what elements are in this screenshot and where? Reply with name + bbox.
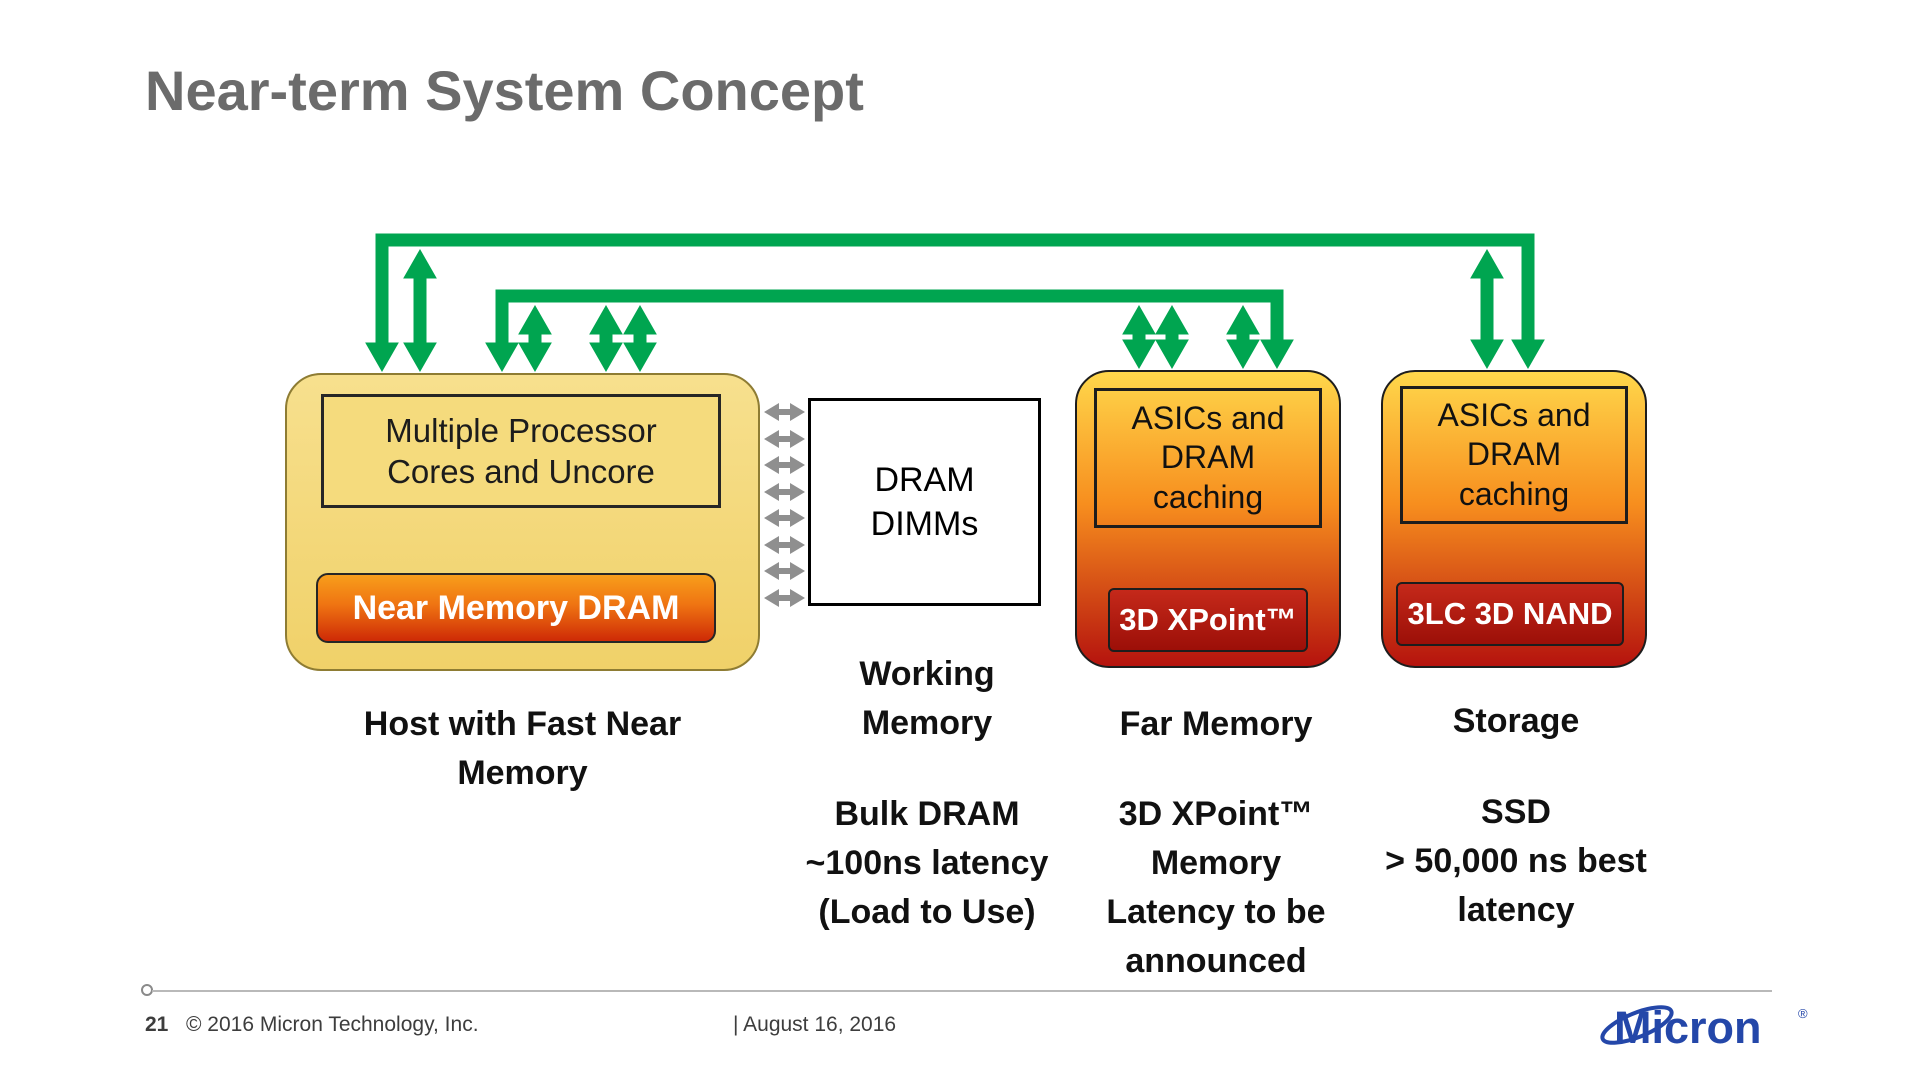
- far-caching-label: ASICs and DRAM caching: [1131, 400, 1285, 515]
- copyright-text: © 2016 Micron Technology, Inc.: [186, 1013, 479, 1036]
- far-caching-box: ASICs and DRAM caching: [1094, 388, 1322, 528]
- working-memory-caption: Working Memory: [859, 655, 995, 742]
- host-caption: Host with Fast Near Memory: [363, 705, 682, 792]
- storage-caching-box: ASICs and DRAM caching: [1400, 386, 1628, 524]
- far-memory-caption: Far Memory: [1119, 705, 1313, 743]
- micron-orbit-icon: [1600, 1005, 1674, 1045]
- page-number: 21: [145, 1013, 169, 1036]
- footer-rule: [152, 990, 1772, 992]
- micron-reg-mark: ®: [1798, 1006, 1808, 1021]
- storage-detail: SSD > 50,000 ns best latency: [1385, 793, 1647, 929]
- dram-dimms-label: DRAM DIMMs: [870, 460, 979, 543]
- near-memory-dram-box: Near Memory DRAM: [316, 573, 716, 643]
- 3d-xpoint-box: 3D XPoint™: [1108, 588, 1308, 652]
- micron-logo-text: Micron: [1614, 1002, 1762, 1053]
- green-bus-icon: [365, 233, 1545, 372]
- micron-logo: Micron ®: [1600, 1002, 1808, 1053]
- dram-dimms-box: DRAM DIMMs: [808, 398, 1041, 606]
- storage-caption: Storage: [1452, 702, 1580, 740]
- far-media-label: 3D XPoint™: [1119, 602, 1297, 637]
- processor-box: Multiple Processor Cores and Uncore: [321, 394, 721, 508]
- processor-label: Multiple Processor Cores and Uncore: [385, 411, 657, 490]
- storage-caching-label: ASICs and DRAM caching: [1437, 397, 1591, 512]
- far-memory-detail: 3D XPoint™ Memory Latency to be announce…: [1106, 795, 1326, 980]
- 3d-nand-box: 3LC 3D NAND: [1396, 582, 1624, 646]
- storage-media-label: 3LC 3D NAND: [1407, 596, 1613, 631]
- near-memory-label: Near Memory DRAM: [352, 588, 680, 627]
- slide-title: Near-term System Concept: [145, 59, 864, 122]
- working-memory-detail: Bulk DRAM ~100ns latency (Load to Use): [805, 795, 1049, 931]
- date-text: | August 16, 2016: [733, 1013, 897, 1036]
